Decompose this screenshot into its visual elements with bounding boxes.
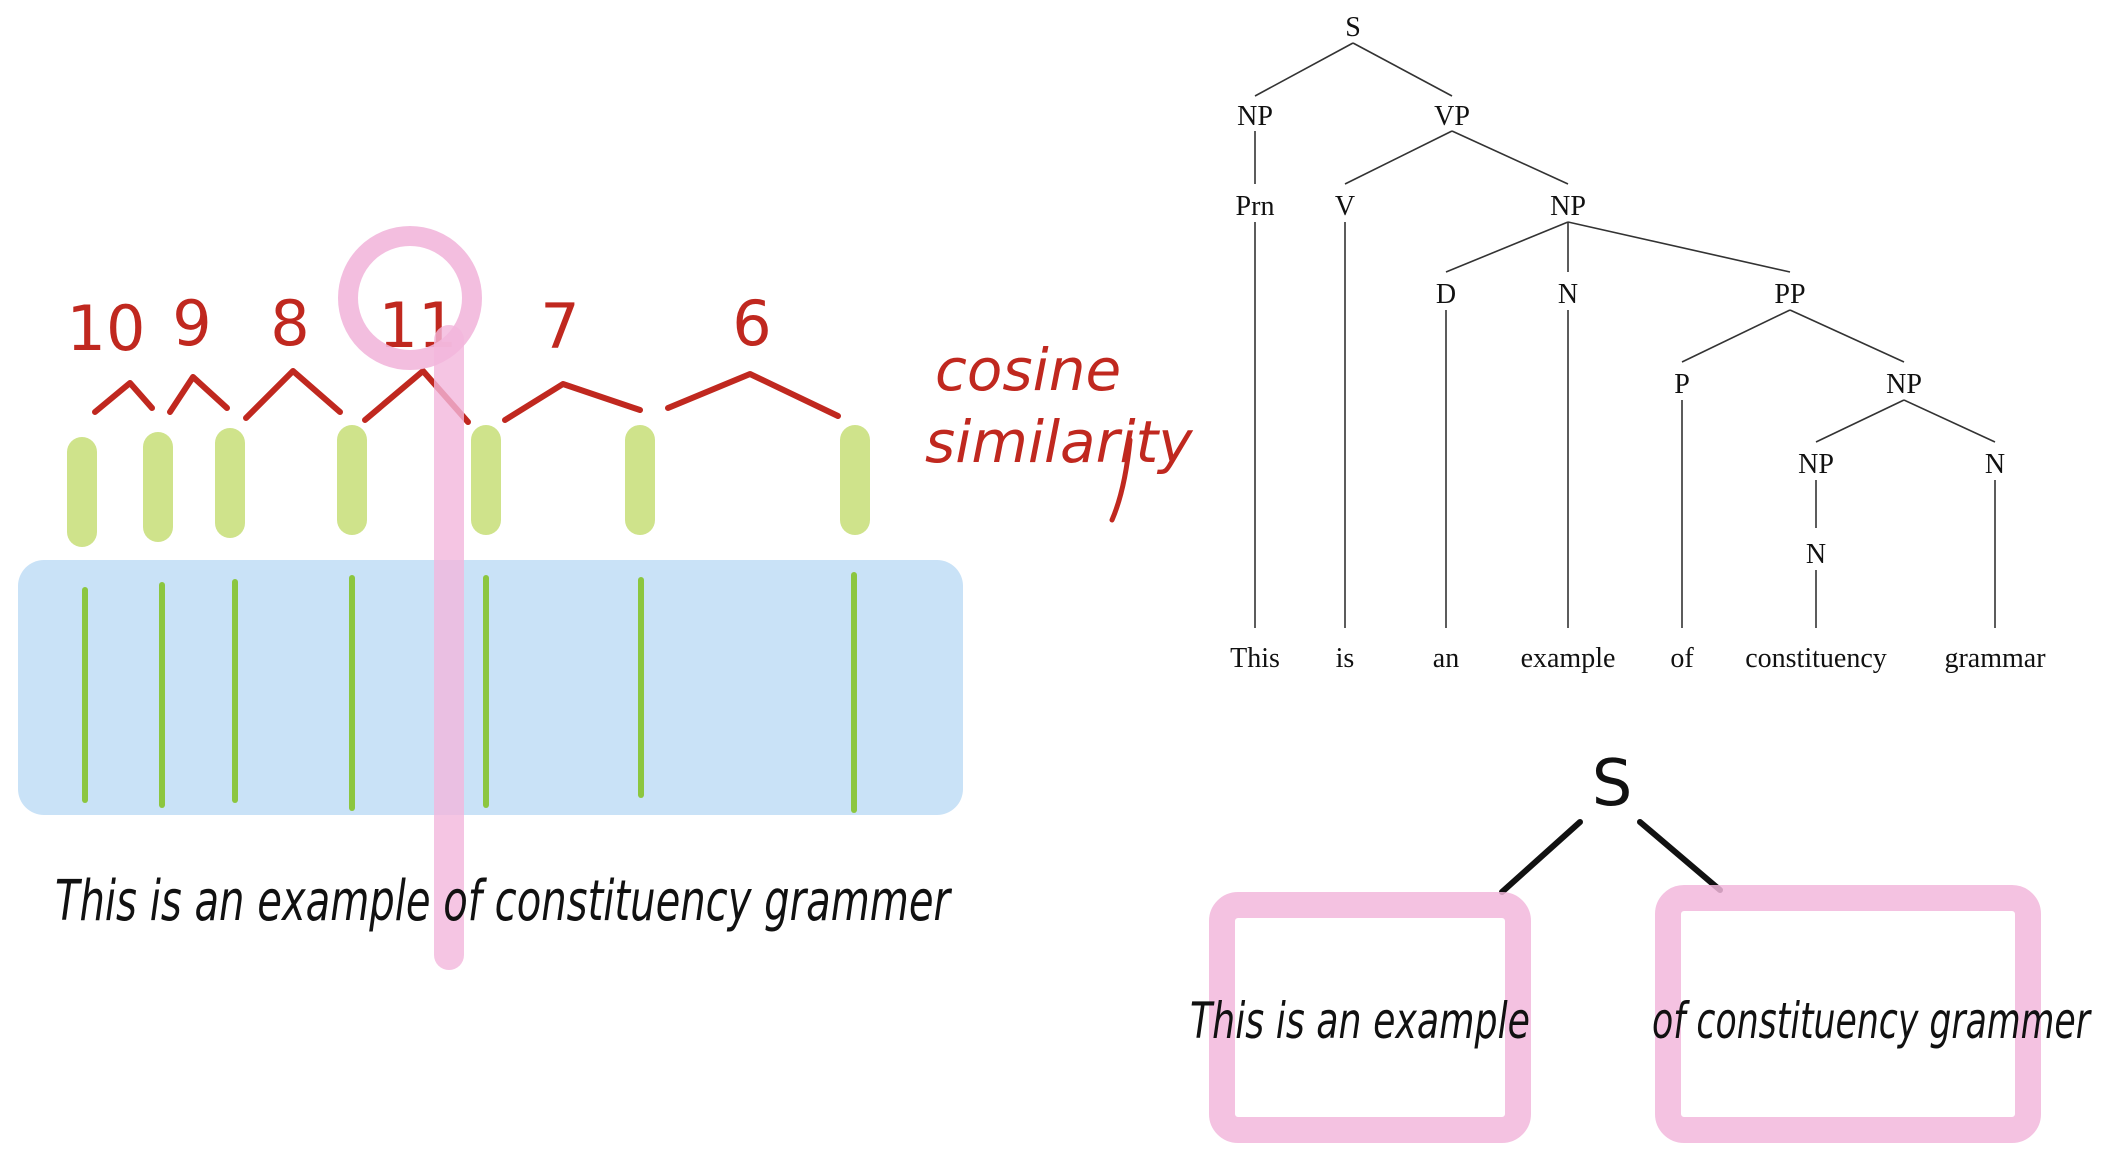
tree-edge <box>1567 221 1791 273</box>
token-lines <box>82 572 857 813</box>
tree-word: an <box>1433 643 1459 674</box>
similarity-arcs <box>92 368 841 425</box>
score-label: 6 <box>732 287 771 360</box>
similarity-arc <box>167 374 230 415</box>
tree-edge <box>1789 309 1905 363</box>
score-label: 10 <box>67 292 146 365</box>
tree-words: This is an example of constituency gramm… <box>1230 643 2046 674</box>
tree-node: VP <box>1434 101 1470 132</box>
similarity-scores: 10 9 8 11 7 6 <box>67 287 772 365</box>
token-vector <box>625 425 655 535</box>
tree-word: This <box>1230 643 1280 674</box>
split-marker-bar <box>434 325 464 970</box>
tree-word: grammar <box>1944 643 2046 674</box>
tree-node: N <box>1985 449 2005 480</box>
token-vector <box>67 437 97 547</box>
token-vector <box>840 425 870 535</box>
score-label: 7 <box>540 290 579 363</box>
span-box-left <box>1209 892 1531 1143</box>
tree-node: NP <box>1550 191 1586 222</box>
parse-tree: S NP VP Prn V NP D N PP P NP NP N N This… <box>1230 12 2046 674</box>
span-label-right: of constituency grammer <box>1652 992 2092 1050</box>
span-box-right <box>1655 885 2041 1143</box>
tree-edge <box>1445 221 1569 273</box>
tree-edge <box>1815 399 1905 443</box>
input-sentence: This is an example of constituency gramm… <box>55 869 952 934</box>
token-vector <box>143 432 173 542</box>
tree-node: S <box>1345 12 1361 43</box>
tree-node: NP <box>1237 101 1273 132</box>
tree-edge <box>1352 42 1453 97</box>
tree-node: Prn <box>1236 191 1275 222</box>
tree-edge <box>1903 399 1996 443</box>
tree-node: NP <box>1798 449 1834 480</box>
embedding-block-group <box>18 560 963 815</box>
annotation-line-1: cosine <box>935 336 1121 404</box>
similarity-arc <box>92 380 155 415</box>
token-vectors <box>67 425 870 547</box>
token-vector <box>215 428 245 538</box>
tree-word: constituency <box>1745 643 1887 674</box>
tree-edge <box>1254 42 1354 97</box>
tree-node: NP <box>1886 369 1922 400</box>
tree-edge <box>1681 309 1791 363</box>
tree-nodes: S NP VP Prn V NP D N PP P NP NP N N <box>1236 12 2006 570</box>
tree-edge <box>1344 130 1453 185</box>
tree-node: N <box>1806 539 1826 570</box>
span-label-left: This is an example <box>1190 992 1530 1050</box>
tree-node: V <box>1335 191 1355 222</box>
split-marker <box>338 226 482 970</box>
tree-edges <box>1254 42 1996 628</box>
annotation-line-2: similarity <box>925 408 1193 476</box>
split-diagram: S This is an example of constituency gra… <box>1190 747 2092 1143</box>
tree-word: is <box>1336 643 1355 674</box>
similarity-arc <box>665 371 841 419</box>
token-vector <box>471 425 501 535</box>
split-root: S <box>1592 747 1633 821</box>
split-edge-right <box>1637 819 1723 893</box>
tree-node: PP <box>1774 279 1805 310</box>
similarity-arc <box>243 368 343 421</box>
split-marker-circle <box>338 226 482 370</box>
score-label: 9 <box>172 287 211 360</box>
tree-node: P <box>1674 369 1690 400</box>
cosine-similarity-annotation: cosine similarity <box>925 336 1193 523</box>
tree-word: example <box>1521 643 1616 674</box>
tree-edge <box>1451 130 1569 185</box>
score-label: 8 <box>270 287 309 360</box>
token-vector <box>337 425 367 535</box>
tree-node: D <box>1436 279 1456 310</box>
embedding-block <box>18 560 963 815</box>
similarity-arc <box>502 381 643 423</box>
split-edge-left <box>1499 819 1583 895</box>
tree-node: N <box>1558 279 1578 310</box>
tree-word: of <box>1670 643 1694 674</box>
annotation-tail <box>1109 437 1133 523</box>
